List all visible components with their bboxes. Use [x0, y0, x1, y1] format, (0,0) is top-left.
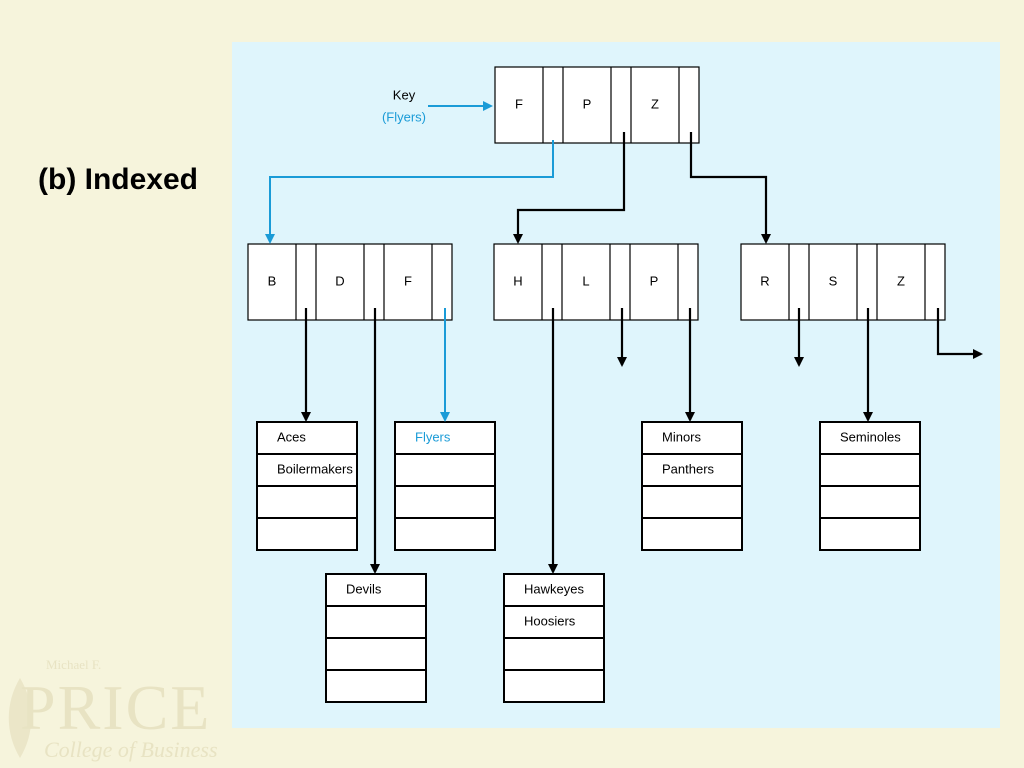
pointer-z-arrow [936, 308, 983, 359]
root-f-arrow [265, 140, 554, 244]
index-node-right [740, 243, 946, 321]
index-key: D [335, 273, 344, 288]
record-label: Devils [346, 581, 382, 596]
record-label: Flyers [415, 429, 451, 444]
record-label: Minors [662, 429, 702, 444]
key-value: (Flyers) [382, 109, 426, 124]
root-z-arrow [689, 132, 771, 244]
index-key: P [650, 273, 659, 288]
index-key: P [583, 96, 592, 111]
record-label: Hawkeyes [524, 581, 584, 596]
record-label: Hoosiers [524, 613, 576, 628]
record-label: Boilermakers [277, 461, 353, 476]
index-key: F [515, 96, 523, 111]
key-label: Key [393, 87, 416, 102]
slide-title: (b) Indexed [38, 163, 199, 196]
record-label: Aces [277, 429, 306, 444]
watermark-small-text: Michael F. [46, 657, 102, 672]
index-key: S [829, 273, 838, 288]
index-key: H [513, 273, 522, 288]
index-key: F [404, 273, 412, 288]
index-key: Z [651, 96, 659, 111]
watermark-logo-text: PRICE [20, 672, 212, 743]
watermark-subtitle: College of Business [44, 737, 218, 762]
laurel-leaf-icon [8, 678, 32, 758]
root-p-arrow [513, 132, 626, 244]
index-key: Z [897, 273, 905, 288]
index-node-middle [493, 243, 699, 321]
index-key: R [760, 273, 769, 288]
root-index-node [494, 66, 700, 144]
index-node-left [247, 243, 453, 321]
record-label: Seminoles [840, 429, 901, 444]
college-watermark: Michael F. PRICE College of Business [0, 655, 260, 768]
record-label: Panthers [662, 461, 715, 476]
index-key: L [582, 273, 589, 288]
index-key: B [268, 273, 277, 288]
